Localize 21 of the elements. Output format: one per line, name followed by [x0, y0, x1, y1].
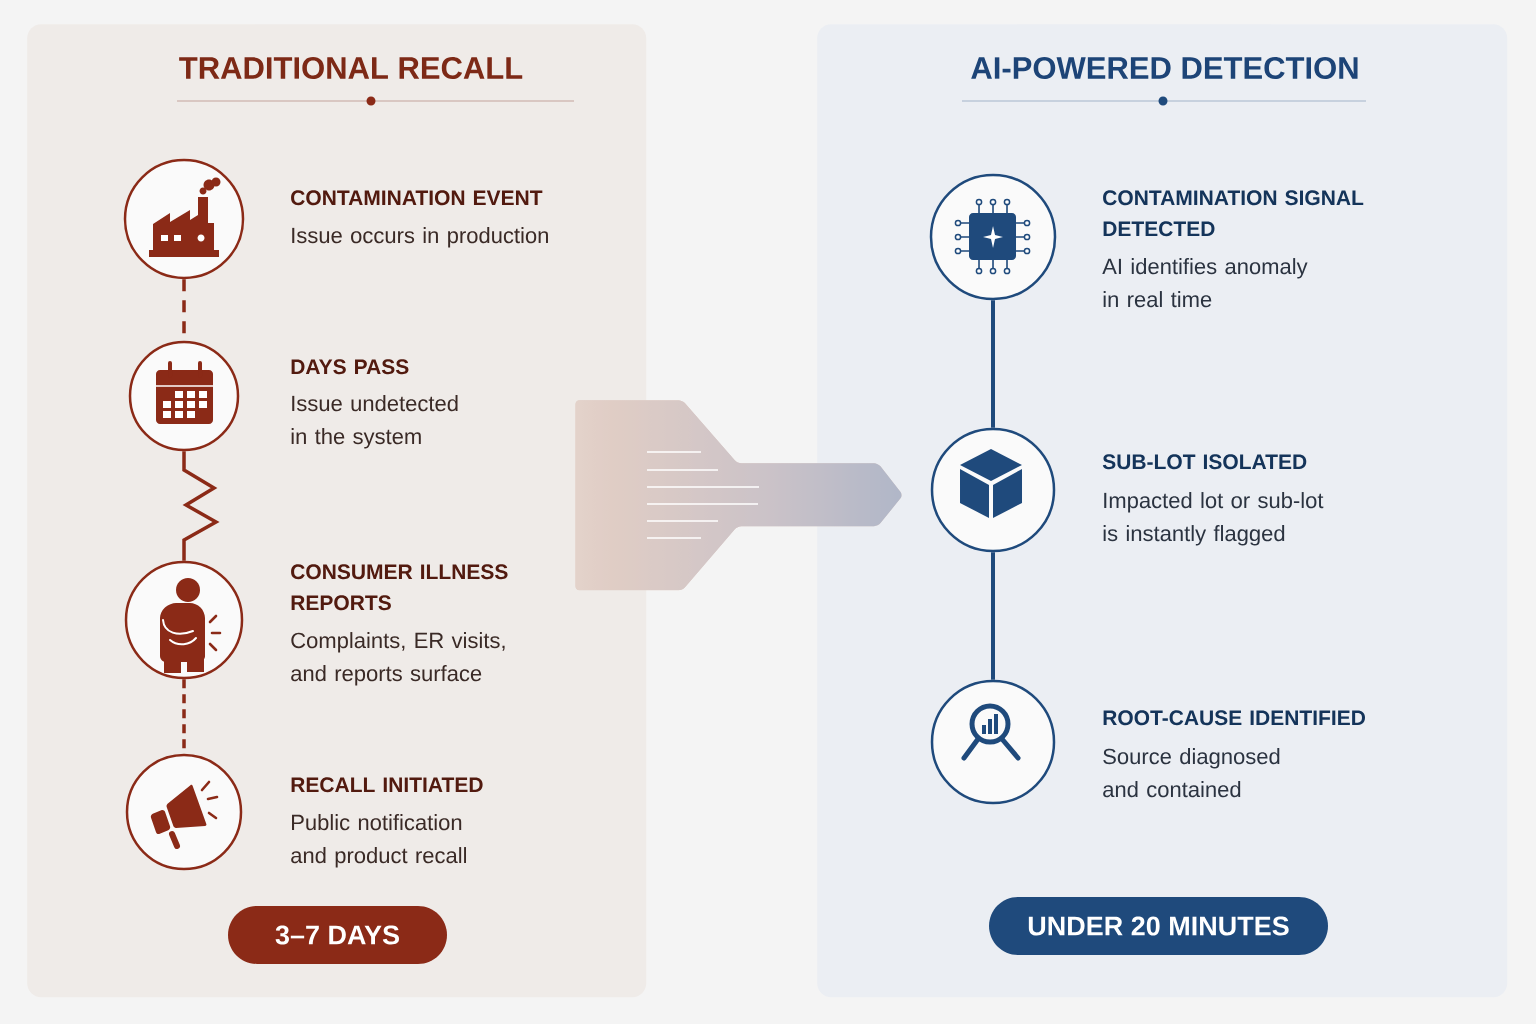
step-title: SUB-LOT ISOLATED	[1102, 454, 1307, 470]
step-description: AI identifies anomaly in real time	[1102, 258, 1308, 308]
step-description: Impacted lot or sub-lot is instantly flagged	[1103, 492, 1324, 546]
time-badge: UNDER 20 MINUTES	[989, 897, 1328, 955]
step-description: Issue undetected in the system	[291, 395, 458, 449]
panel-title: TRADITIONAL RECALL	[179, 57, 523, 79]
step-description: Public notification and product recall	[291, 814, 466, 868]
step-title: CONTAMINATION SIGNAL DETECTED	[1103, 190, 1364, 237]
step-title: RECALL INITIATED	[291, 777, 483, 793]
step-description: Source diagnosed and contained	[1103, 748, 1280, 798]
step-description: Complaints, ER visits, and reports surface	[291, 632, 505, 686]
connector-line	[991, 552, 995, 680]
time-badge: 3–7 DAYS	[228, 906, 447, 964]
step-description: Issue occurs in production	[292, 227, 548, 248]
panel-title: AI-POWERED DETECTION	[971, 57, 1358, 79]
zigzag-line	[182, 451, 220, 561]
step-title: DAYS PASS	[291, 359, 409, 375]
step-title: CONTAMINATION EVENT	[291, 190, 543, 206]
connector-line	[991, 300, 995, 428]
step-title: CONSUMER ILLNESS REPORTS	[291, 564, 508, 611]
step-title: ROOT-CAUSE IDENTIFIED	[1103, 710, 1365, 726]
